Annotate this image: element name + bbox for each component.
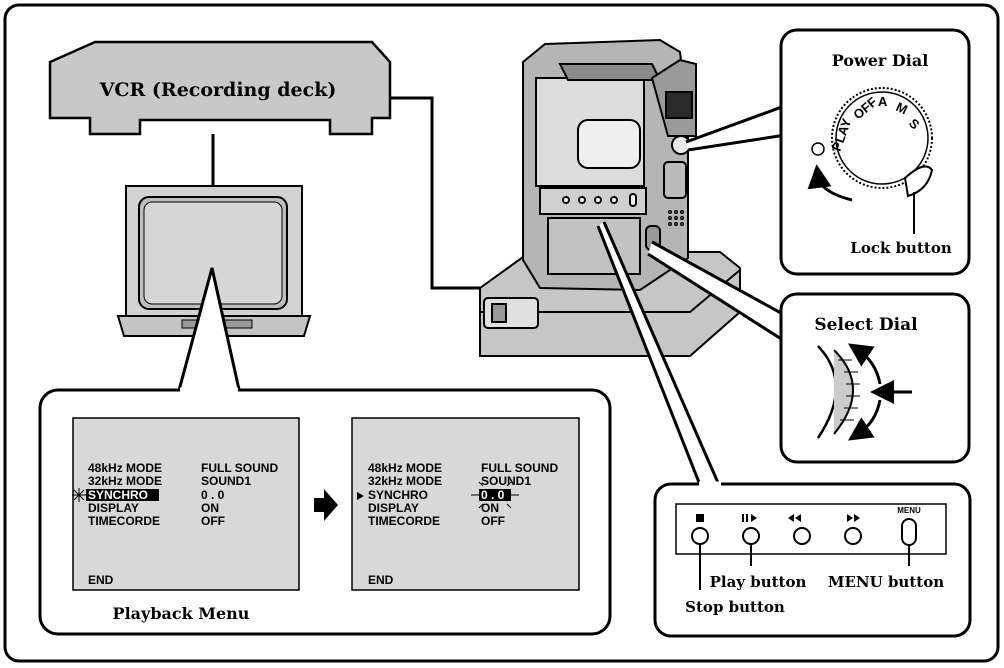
menu-item-highlighted: SYNCHRO	[88, 488, 148, 502]
menu-value: SOUND1	[201, 474, 251, 488]
fast-forward-icon	[847, 514, 860, 522]
menu-caption: Playback Menu	[113, 604, 250, 623]
play-pause-icon	[742, 514, 757, 522]
menu-value: FULL SOUND	[481, 461, 558, 475]
lock-button-label: Lock button	[850, 239, 952, 257]
menu-button[interactable]: MENU	[897, 506, 921, 546]
menu-end: END	[88, 573, 114, 587]
menu-value: ON	[201, 501, 219, 515]
menu-item: TIMECORDE	[368, 514, 440, 528]
camcorder	[522, 38, 697, 292]
menu-screen-after: 48kHz MODE FULL SOUND 32kHz MODE SOUND1 …	[351, 417, 580, 591]
rotate-arrow-icon	[807, 164, 853, 202]
vcr-label: VCR (Recording deck)	[99, 79, 337, 101]
tv-monitor	[116, 185, 312, 337]
fast-forward-button[interactable]	[844, 514, 862, 545]
rewind-icon	[788, 514, 801, 522]
vcr-deck: VCR (Recording deck)	[48, 40, 392, 136]
menu-item: SYNCHRO	[368, 488, 428, 502]
power-dial: PLAY OFF A M S	[829, 87, 934, 198]
pointer-icon	[357, 492, 364, 500]
power-dial-title: Power Dial	[832, 51, 929, 70]
blink-marks-icon	[471, 481, 519, 509]
menu-end: END	[368, 573, 394, 587]
dial-index-mark	[811, 142, 825, 156]
menu-value: OFF	[481, 514, 505, 528]
dial-position-a: A	[878, 94, 888, 109]
next-arrow-icon	[314, 489, 338, 521]
stop-button-label: Stop button	[685, 598, 785, 616]
blink-cursor-icon	[72, 488, 86, 502]
select-dial-wheel-icon	[816, 345, 860, 439]
menu-value: SOUND1	[481, 474, 531, 488]
menu-value: 0 . 0	[201, 488, 225, 502]
menu-value: OFF	[201, 514, 225, 528]
menu-value: FULL SOUND	[201, 461, 278, 475]
rewind-button[interactable]	[788, 514, 811, 545]
menu-screen-before: 48kHz MODE FULL SOUND 32kHz MODE SOUND1 …	[72, 417, 300, 591]
menu-item: DISPLAY	[368, 501, 419, 515]
stop-icon	[696, 514, 704, 522]
menu-value: ON	[481, 501, 499, 515]
menu-item: 48kHz MODE	[368, 461, 442, 475]
menu-item: TIMECORDE	[88, 514, 160, 528]
menu-item: 48kHz MODE	[88, 461, 162, 475]
menu-value-highlighted: 0 . 0	[481, 488, 505, 502]
menu-item: 32kHz MODE	[368, 474, 442, 488]
vcr-camera-cable	[390, 96, 492, 290]
select-dial-title: Select Dial	[814, 315, 918, 335]
menu-item: DISPLAY	[88, 501, 139, 515]
menu-item: 32kHz MODE	[88, 474, 162, 488]
menu-button-label: MENU button	[828, 573, 944, 591]
play-button-label: Play button	[710, 573, 807, 591]
menu-button-icon-label: MENU	[897, 506, 921, 515]
